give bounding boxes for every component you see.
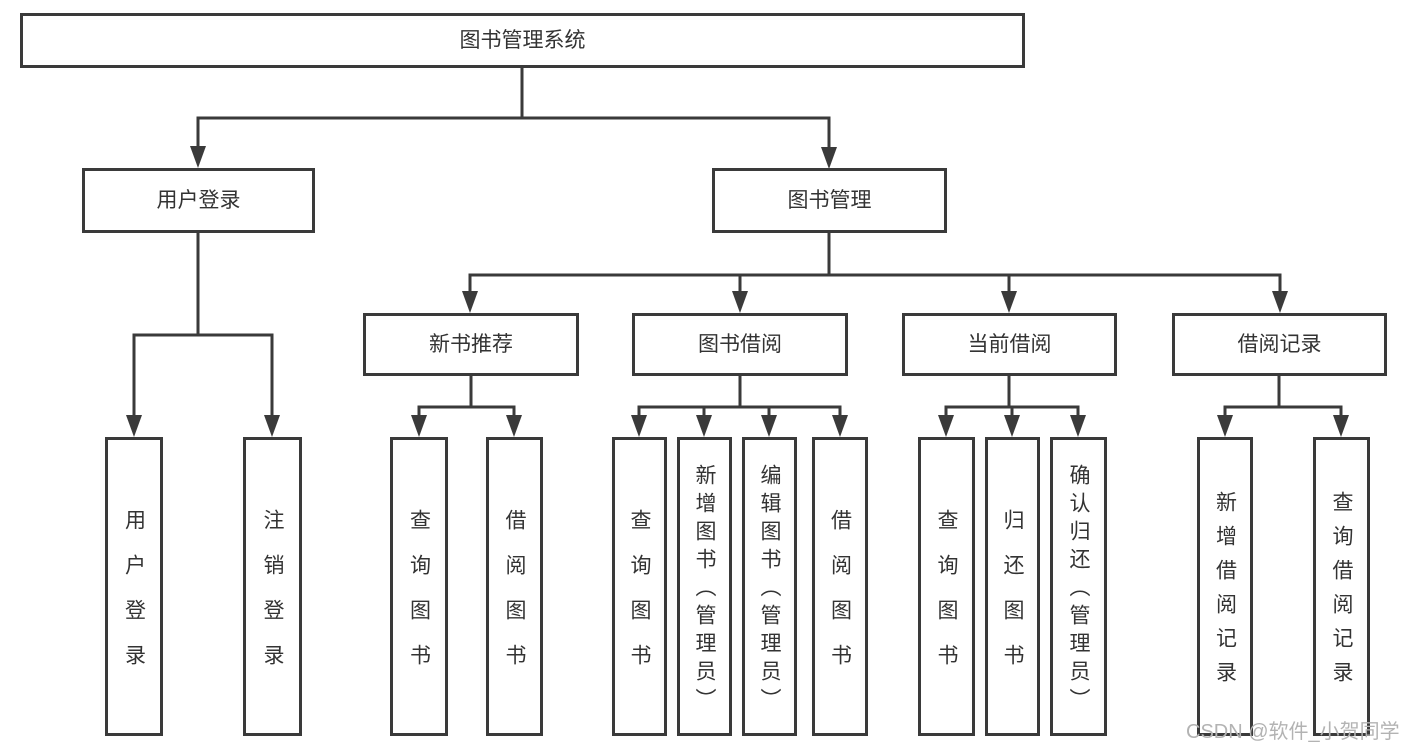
node-root-system: 图书管理系统 (20, 13, 1025, 68)
node-current-borrow: 当前借阅 (902, 313, 1117, 376)
watermark: CSDN @软件_小贺同学 (1186, 721, 1400, 743)
node-user-login: 用户登录 (82, 168, 315, 233)
leaf-return-books: 归还图书 (985, 437, 1040, 736)
leaf-borrow-books-2: 借阅图书 (812, 437, 868, 736)
node-label: 查询图书 (407, 508, 431, 689)
leaf-confirm-return-admin: 确认归还（管理员） (1050, 437, 1107, 736)
leaf-borrow-books-1: 借阅图书 (486, 437, 543, 736)
leaf-query-books-1: 查询图书 (390, 437, 448, 736)
node-label: 新书推荐 (429, 333, 513, 356)
node-label: 图书管理 (787, 189, 872, 212)
node-new-book-recommend: 新书推荐 (363, 313, 579, 376)
node-label: 借阅图书 (828, 508, 852, 689)
node-label: 归还图书 (1001, 508, 1024, 689)
node-label: 用户登录 (122, 508, 146, 689)
node-book-management: 图书管理 (712, 168, 947, 233)
leaf-query-books-3: 查询图书 (918, 437, 975, 736)
node-borrow-records: 借阅记录 (1172, 313, 1387, 376)
leaf-add-borrow-record: 新增借阅记录 (1197, 437, 1253, 736)
node-book-borrow: 图书借阅 (632, 313, 848, 376)
node-label: 查询借阅记录 (1330, 491, 1353, 695)
node-label: 图书借阅 (698, 333, 782, 356)
leaf-query-books-2: 查询图书 (612, 437, 667, 736)
node-label: 查询图书 (935, 508, 958, 689)
node-label: 编辑图书（管理员） (758, 464, 781, 716)
node-label: 当前借阅 (967, 333, 1052, 356)
node-label: 确认归还（管理员） (1067, 464, 1090, 716)
node-label: 借阅图书 (503, 508, 526, 689)
node-label: 图书管理系统 (459, 29, 586, 52)
leaf-add-books-admin: 新增图书（管理员） (677, 437, 732, 736)
node-label: 新增借阅记录 (1213, 491, 1237, 695)
leaf-query-borrow-record: 查询借阅记录 (1313, 437, 1370, 736)
node-label: 查询图书 (628, 508, 651, 689)
node-label: 借阅记录 (1237, 333, 1322, 356)
node-label: 新增图书（管理员） (693, 464, 716, 716)
leaf-edit-books-admin: 编辑图书（管理员） (742, 437, 797, 736)
leaf-logout: 注销登录 (243, 437, 302, 736)
node-label: 注销登录 (261, 508, 284, 689)
leaf-user-login: 用户登录 (105, 437, 163, 736)
node-label: 用户登录 (156, 189, 241, 212)
